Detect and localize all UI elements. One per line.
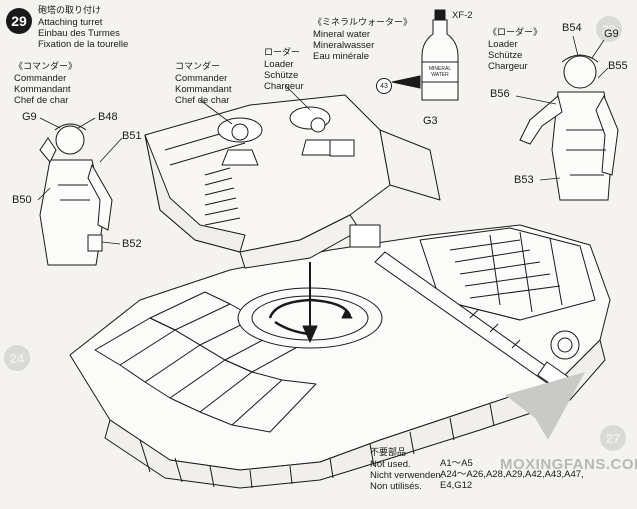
mineral-water-label: 《ミネラルウォーター》 Mineral water Mineralwasser …	[313, 18, 412, 62]
gunner-sight	[329, 139, 355, 157]
commander-turret-jp: コマンダー	[175, 62, 221, 72]
loader-turret-fr: Chargeur	[264, 81, 304, 92]
unused-fr: Non utilisés.	[370, 481, 422, 492]
commander-turret-fr: Chef de char	[175, 95, 230, 106]
loader-right-jp: 《ローダー》	[488, 28, 543, 38]
part-label: G3	[423, 115, 438, 127]
ghost-step-number: 24	[4, 345, 30, 371]
loader-right-de: Schütze	[488, 50, 523, 61]
commander-left-fr: Chef de char	[14, 95, 69, 106]
step-title-en: Attaching turret	[38, 17, 103, 28]
mineral-water-de: Mineralwasser	[313, 40, 375, 51]
commander-figure	[39, 123, 113, 266]
unused-parts-line: E4,G12	[440, 480, 473, 491]
part-label: B48	[98, 111, 118, 123]
commander-turret-de: Kommandant	[175, 84, 232, 95]
mineral-water-jp: 《ミネラルウォーター》	[313, 18, 413, 28]
loader-right-label: 《ローダー》 Loader Schütze Chargeur	[488, 28, 542, 72]
commander-left-label: 《コマンダー》 Commander Kommandant Chef de cha…	[14, 62, 77, 106]
commander-turret-en: Commander	[175, 73, 228, 84]
commander-turret-label: コマンダー Commander Kommandant Chef de char	[175, 62, 232, 106]
drive-sprocket	[550, 330, 580, 360]
unused-de: Nicht verwenden.	[370, 470, 444, 481]
step-title-fr: Fixation de la tourelle	[38, 39, 129, 50]
commander-left-de: Kommandant	[14, 84, 71, 95]
unused-jp: 不要部品	[370, 448, 407, 458]
part-label: B50	[12, 194, 32, 206]
loader-figure	[519, 54, 619, 201]
loader-turret-jp: ローダー	[264, 48, 301, 58]
part-label: B55	[608, 60, 628, 72]
part-label: G9	[22, 111, 37, 123]
ghost-step-number: 27	[600, 425, 626, 451]
unused-parts-label: 不要部品 Not used. Nicht verwenden. Non util…	[370, 448, 443, 492]
step-title-jp: 砲塔の取り付け	[38, 6, 102, 16]
part-label: G9	[604, 28, 619, 40]
commander-left-en: Commander	[14, 73, 67, 84]
part-label: B56	[490, 88, 510, 100]
unused-en: Not used.	[370, 459, 411, 470]
unused-parts-line: A1～A5	[440, 458, 473, 469]
watermark-plane-icon	[505, 372, 585, 440]
mineral-water-en: Mineral water	[313, 29, 371, 40]
ghost-step-number: 29	[596, 16, 622, 42]
step-number-badge: 29	[6, 8, 32, 34]
unused-parts-line: A24～A26,A28,A29,A42,A43,A47,	[440, 469, 584, 480]
paint-callout: 43	[376, 78, 392, 94]
loader-turret-de: Schütze	[264, 70, 299, 81]
part-label: B52	[122, 238, 142, 250]
unused-parts-list: A1～A5 A24～A26,A28,A29,A42,A43,A47, E4,G1…	[440, 458, 584, 491]
bottle-label-text: MINERAL WATER	[428, 66, 452, 78]
hull-skirt	[104, 339, 606, 489]
loader-turret-en: Loader	[264, 59, 294, 70]
part-label: B53	[514, 174, 534, 186]
leader-lines	[37, 35, 609, 245]
loader-right-en: Loader	[488, 39, 518, 50]
step-title-de: Einbau des Turmes	[38, 28, 120, 39]
step-title: 砲塔の取り付け Attaching turret Einbau des Turm…	[38, 6, 128, 50]
part-label: B51	[122, 130, 142, 142]
mineral-water-fr: Eau minérale	[313, 51, 369, 62]
loader-turret-label: ローダー Loader Schütze Chargeur	[264, 48, 304, 92]
part-label: B54	[562, 22, 582, 34]
watermark-text: MOXINGFANS.COM	[500, 456, 637, 473]
commander-left-jp: 《コマンダー》	[14, 62, 78, 72]
loader-right-fr: Chargeur	[488, 61, 528, 72]
paint-code: XF-2	[452, 10, 473, 21]
mineral-water-bottle	[391, 9, 459, 101]
